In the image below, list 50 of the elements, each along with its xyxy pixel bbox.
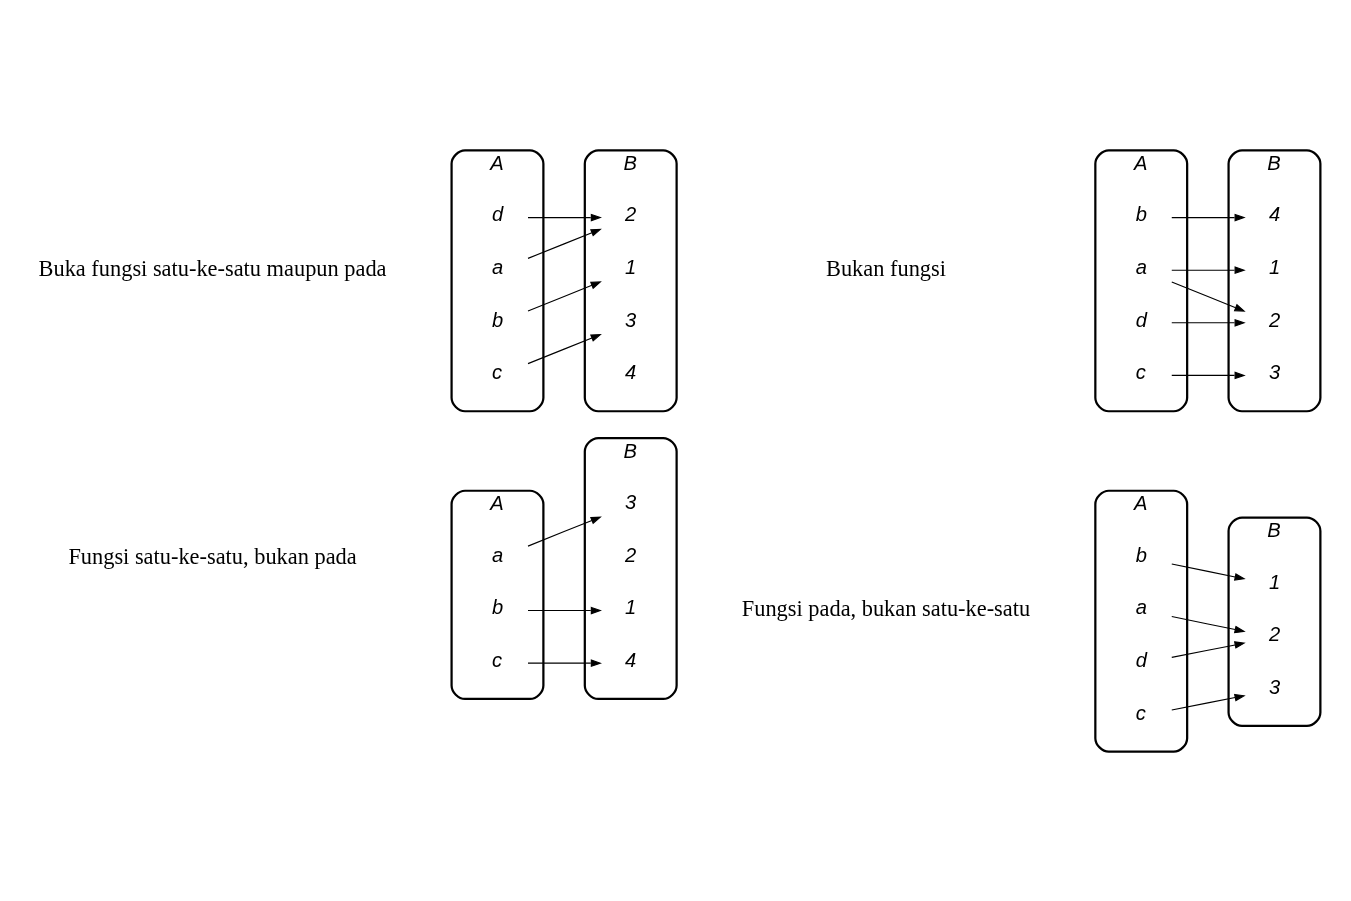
- label: Fungsi pada, bukan satu-ke-satu: [741, 595, 1031, 621]
- arrow: [527, 280, 602, 312]
- node-text: c: [491, 648, 502, 671]
- node-text: 2: [625, 543, 637, 566]
- arrow: [527, 228, 602, 259]
- node-text: a: [491, 255, 504, 278]
- arrow: [527, 213, 602, 221]
- node-text: d: [491, 202, 504, 225]
- node-text: a: [491, 543, 504, 566]
- node-text: 3: [625, 308, 637, 331]
- arrow: [1171, 280, 1246, 312]
- node-text: d: [1135, 308, 1147, 331]
- arrow: [1171, 562, 1246, 581]
- node-text: 3: [625, 490, 637, 513]
- node-text: b: [1135, 543, 1147, 566]
- node-text: 3: [1268, 360, 1281, 383]
- arrow: [527, 333, 602, 364]
- arrow: [527, 515, 602, 547]
- node-text: d: [1135, 648, 1147, 671]
- node-text: 3: [1268, 675, 1281, 698]
- node-text: 1: [625, 595, 637, 618]
- node-text: c: [1135, 701, 1146, 724]
- label: Buka fungsi satu-ke-satu maupun pada: [38, 255, 387, 281]
- node-text: a: [1135, 255, 1147, 278]
- node-text: 4: [625, 360, 637, 383]
- arrow: [1171, 371, 1246, 379]
- node-text: 4: [625, 648, 637, 671]
- node-text: c: [1135, 360, 1146, 383]
- arrow: [1171, 318, 1246, 327]
- arrow: [1171, 615, 1246, 633]
- arrow: [1171, 640, 1246, 658]
- node-text: 4: [1268, 202, 1281, 225]
- node-text: b: [1135, 202, 1147, 225]
- node-text: 1: [1268, 255, 1281, 278]
- arrow: [1171, 213, 1246, 221]
- node-text: 2: [1268, 622, 1281, 645]
- node-text: 2: [625, 202, 637, 225]
- label: Bukan fungsi: [826, 255, 946, 281]
- node-text: b: [491, 308, 504, 331]
- arrow: [1171, 265, 1246, 274]
- node-text: a: [1135, 595, 1147, 618]
- node-text: b: [491, 595, 504, 618]
- node-text: c: [491, 360, 502, 383]
- label: Fungsi satu-ke-satu, bukan pada: [68, 543, 357, 569]
- arrow: [527, 658, 602, 667]
- node-text: 1: [625, 255, 637, 278]
- arrow: [527, 606, 602, 614]
- arrow: [1171, 693, 1246, 711]
- node-text: 1: [1268, 570, 1281, 593]
- node-text: 2: [1268, 308, 1281, 331]
